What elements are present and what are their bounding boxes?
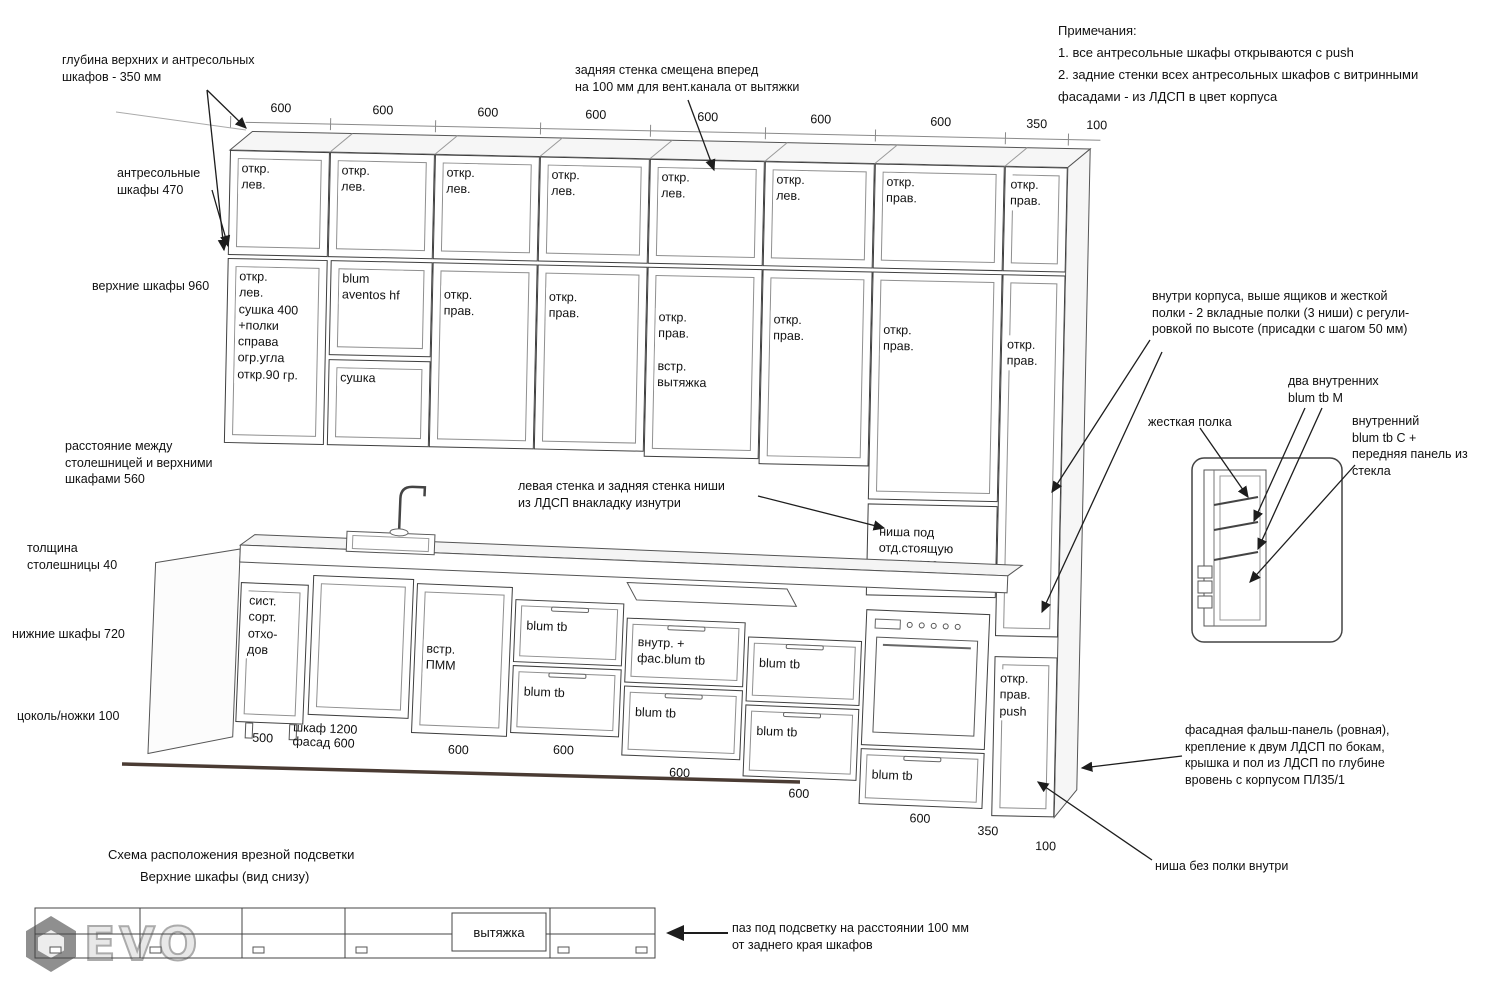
drawer: внутр. + фас.blum tb	[624, 617, 746, 688]
oven-knob	[930, 622, 937, 630]
note-countertop-thickness: толщина столешницы 40	[27, 541, 118, 572]
drawer-label: blum tb	[755, 653, 804, 674]
dim-bottom-500: 500	[251, 730, 274, 746]
dishwasher-cabinet: встр. ПММ	[410, 583, 513, 737]
oven-door	[872, 636, 979, 737]
oven-knob	[906, 621, 913, 629]
drawer: blum tb	[742, 704, 860, 781]
note-empty-niche: ниша без полки внутри	[1155, 859, 1289, 873]
drawer-label: blum tb	[523, 616, 571, 637]
drawer-label: blum tb	[752, 721, 801, 742]
drawer: blum tb	[745, 636, 863, 706]
drawer-under-oven: blum tb	[858, 748, 985, 809]
drawer-panel	[748, 710, 854, 775]
note-mezzanine-height: антресольные шкафы 470	[117, 166, 201, 197]
note-inner-glass-drawer: внутренний blum tb C + передняя панель и…	[1352, 414, 1468, 478]
drawer: blum tb	[621, 685, 743, 761]
drawer-label: blum tb	[868, 765, 917, 786]
built-in-oven	[860, 609, 991, 751]
notes-line-1: 1. все антресольные шкафы открываются с …	[1058, 45, 1354, 60]
drawer: blum tb	[512, 599, 625, 667]
drawer-label: внутр. + фас.blum tb	[633, 632, 710, 671]
note-gap-countertop: расстояние между столешницей и верхними …	[65, 439, 213, 486]
dim-bottom-sink-cabinet: шкаф 1200 фасад 600	[292, 720, 358, 751]
sink-cabinet-door	[307, 574, 415, 719]
waste-sorting-cabinet: сист. сорт. отхо- дов	[235, 582, 309, 725]
note-inner-shelves: внутри корпуса, выше ящиков и жесткой по…	[1152, 289, 1410, 336]
schematic-note: паз под подсветку на расстоянии 100 мм о…	[732, 921, 969, 952]
dim-bottom-600-5: 600	[909, 811, 931, 826]
note-two-inner-drawers: два внутренних blum tb M	[1288, 374, 1379, 405]
note-rigid-shelf: жесткая полка	[1148, 415, 1232, 429]
oven-display	[874, 618, 901, 630]
drawer-panel	[627, 691, 737, 755]
notes-line-3: фасадами - из ЛДСП в цвет корпуса	[1058, 89, 1278, 104]
oven-knob	[942, 623, 949, 630]
drawer: blum tb	[510, 665, 622, 738]
note-back-wall: задняя стенка смещена вперед на 100 мм д…	[575, 63, 800, 94]
note-false-panel: фасадная фальш-панель (ровная), креплени…	[1185, 723, 1390, 787]
note-niche-walls: левая стенка и задняя стенка ниши из ЛДС…	[518, 479, 725, 510]
oven-controls	[874, 617, 980, 635]
door-label: встр. ПММ	[422, 639, 460, 676]
oven-knob	[954, 623, 961, 630]
note-base-height: нижние шкафы 720	[12, 627, 125, 641]
oven-knob	[918, 622, 925, 629]
evo-logo-icon	[26, 916, 76, 972]
door-panel	[315, 583, 406, 711]
note-plinth: цоколь/ножки 100	[17, 709, 120, 723]
notes-title: Примечания:	[1058, 23, 1137, 38]
drawer-label: blum tb	[520, 682, 569, 703]
schematic-title: Схема расположения врезной подсветки	[108, 847, 355, 862]
note-cabinet-depth: глубина верхних и антресольных шкафов - …	[62, 53, 255, 84]
evo-logo: EVO	[26, 916, 201, 972]
dim-bottom-600-3: 600	[668, 765, 691, 781]
drawer-label: blum tb	[631, 702, 680, 723]
notes-line-2: 2. задние стенки всех антресольных шкафо…	[1058, 67, 1419, 82]
dim-bottom-600-2: 600	[552, 742, 575, 758]
dim-bottom-600-4: 600	[788, 786, 810, 802]
note-upper-height: верхние шкафы 960	[92, 279, 210, 293]
evo-logo-text: EVO	[83, 916, 202, 972]
dim-bottom-600-1: 600	[447, 742, 470, 758]
schematic-subtitle: Верхние шкафы (вид снизу)	[140, 869, 310, 884]
door-label: сист. сорт. отхо- дов	[243, 591, 283, 660]
